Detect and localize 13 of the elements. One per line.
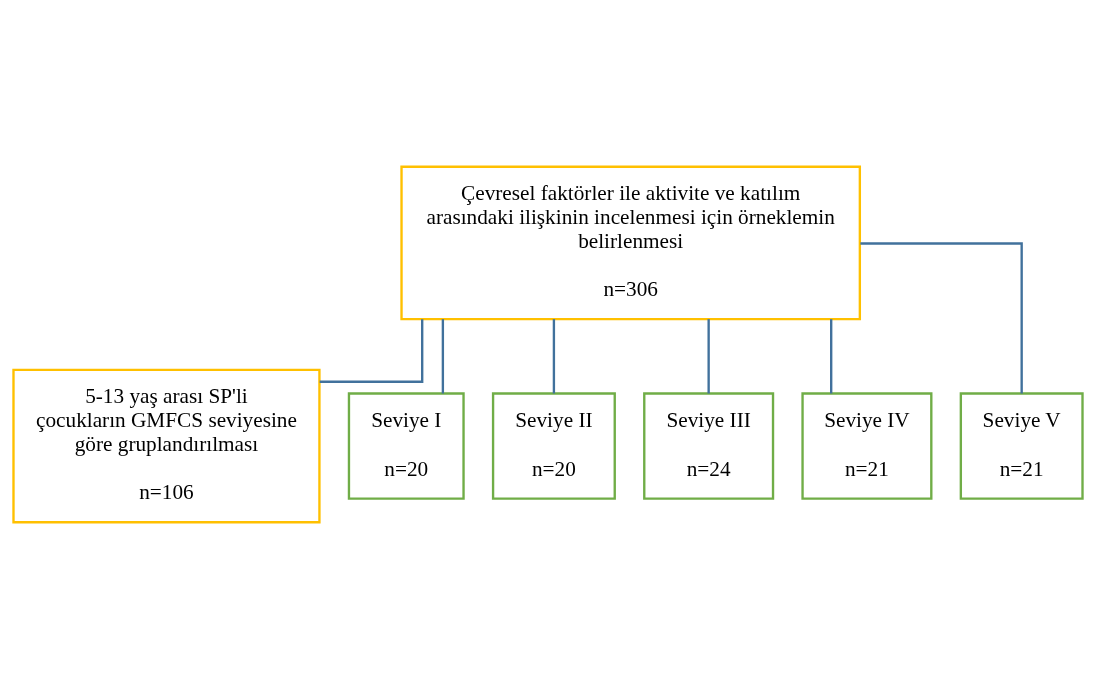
- node-box: Seviye III n=24: [643, 392, 775, 500]
- connector: [707, 319, 710, 394]
- connector: [319, 319, 424, 383]
- node-box: Çevresel faktörler ile aktivite ve katılım arasındaki ilişkinin incelenmesi için örneklemin belirlenmesi n=306: [400, 165, 861, 321]
- node-box: Seviye II n=20: [491, 392, 616, 500]
- connector: [441, 319, 445, 394]
- connector: [860, 242, 1023, 394]
- connector: [830, 319, 833, 394]
- node-box: Seviye I n=20: [347, 392, 465, 500]
- node-box: 5-13 yaş arası SP'li çocukların GMFCS seviyesine göre gruplandırılması n=106: [12, 368, 321, 524]
- node-box: Seviye V n=21: [959, 392, 1084, 500]
- connector: [552, 319, 556, 394]
- node-box: Seviye IV n=21: [801, 392, 933, 500]
